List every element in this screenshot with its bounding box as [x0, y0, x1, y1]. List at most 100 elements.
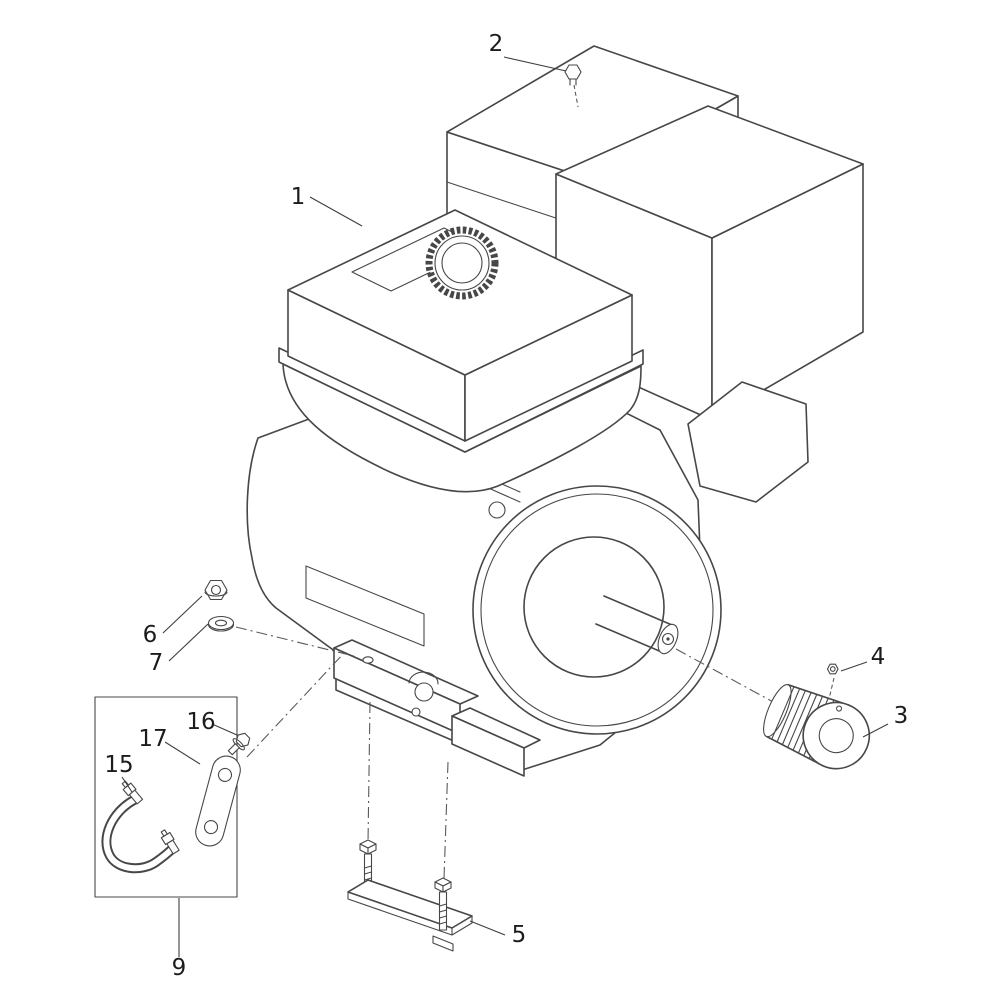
coupling-top-edge: [787, 684, 850, 707]
leader-17: [164, 741, 201, 765]
coupling-face: [802, 701, 871, 770]
hose-kit-box: [94, 696, 251, 898]
muffler-box: [555, 105, 864, 421]
callout-6: 6: [143, 622, 158, 648]
callout-1: 1: [291, 184, 306, 210]
spline: [776, 688, 801, 743]
muffler-connector: [687, 381, 809, 503]
leader-16: [211, 723, 238, 736]
fuel-tank: [278, 209, 644, 493]
align-shaft-to-coupling: [675, 648, 776, 704]
spline: [792, 693, 818, 751]
flange-bolt-shank: [227, 743, 240, 756]
blower-housing: [472, 485, 722, 735]
fuel-hose-part: [101, 780, 180, 874]
callout-2: 2: [489, 31, 504, 57]
coupling-bottom-edge: [765, 735, 825, 767]
drain-plug: [411, 707, 421, 717]
hex-nut-body: [204, 579, 228, 601]
drain-valve-body: [414, 682, 434, 702]
coupling-left-end: [763, 684, 792, 738]
bracket-plate-thickness: [347, 891, 473, 936]
callout-3: 3: [894, 703, 909, 729]
coupling-bore: [818, 718, 854, 754]
callout-5: 5: [512, 922, 527, 948]
align-bolt2-to-box: [573, 84, 579, 108]
leader-1: [309, 196, 363, 227]
carb-knob: [488, 501, 506, 519]
hex-nut-bore: [210, 584, 222, 596]
callout-7: 7: [149, 650, 164, 676]
set-screw-head: [826, 663, 839, 675]
engine-base: [333, 639, 541, 777]
spline: [771, 686, 795, 740]
top-bolt-head: [564, 64, 582, 80]
washer-outer: [207, 615, 235, 631]
fuel-cap-knurl: [425, 226, 499, 300]
flange-bolt-head: [235, 732, 251, 748]
bracket-assembly-part: [347, 839, 473, 952]
callout-4: 4: [871, 644, 886, 670]
housing-inner-ring: [480, 493, 714, 727]
gasket-plate-part: [195, 755, 241, 847]
rear-box-upper-top-face: [446, 45, 739, 181]
washer-hole: [214, 619, 228, 627]
callout-15: 15: [104, 752, 133, 778]
callouts: 1 2 3 4 5 6 7 9 15 16 17: [104, 31, 908, 981]
fitting-barrel: [128, 789, 144, 805]
washer-part: [207, 615, 235, 632]
leader-2: [503, 56, 567, 72]
fuel-cap-rim: [434, 235, 490, 291]
muffler-box-top-face: [555, 105, 864, 239]
fuel-cap: [425, 226, 499, 300]
callout-16: 16: [186, 709, 215, 735]
fitting-nipple: [160, 829, 168, 837]
gasket-hole-top: [217, 767, 233, 782]
leader-3: [862, 723, 889, 738]
housing-hub: [523, 536, 665, 678]
spline: [781, 689, 806, 746]
alignment-lines: [235, 84, 835, 880]
bracket-foot-pad: [432, 935, 454, 952]
leader-5: [469, 920, 506, 936]
align-screw4-to-coupling: [828, 677, 835, 700]
fitting-nipple: [121, 780, 130, 789]
align-base-to-bolt-left: [367, 701, 371, 844]
set-screw-socket: [829, 666, 836, 672]
coupling-part: [763, 684, 871, 770]
align-gasket-to-base: [246, 652, 345, 758]
hose-inner: [103, 797, 175, 872]
top-bolt-part: [564, 64, 582, 86]
drain-valve: [408, 671, 439, 717]
washer-thickness: [207, 623, 235, 632]
callout-17: 17: [138, 726, 167, 752]
fitting-barrel: [166, 839, 180, 855]
shaft-top-edge: [603, 595, 673, 626]
engine-name-plate: [305, 565, 425, 647]
hex-nut-part: [204, 579, 228, 601]
leader-15: [121, 776, 133, 793]
fuel-cap-top: [441, 242, 483, 284]
gasket-hole-bottom: [203, 820, 219, 835]
output-shaft: [595, 595, 679, 655]
leader-6: [162, 595, 203, 634]
callout-9: 9: [172, 955, 187, 981]
shaft-center-dot: [666, 637, 670, 641]
gasket-body: [195, 755, 241, 847]
hose-fitting-bottom: [160, 829, 180, 855]
shaft-center-bore: [661, 632, 675, 646]
shaft-bottom-edge: [595, 623, 665, 654]
kit-box-frame: [94, 696, 238, 898]
spline: [787, 691, 812, 749]
coupling-setscrew-hole: [835, 705, 843, 712]
align-base-to-bolt-right: [443, 761, 449, 880]
set-screw-part: [826, 663, 839, 675]
leader-7: [168, 623, 209, 662]
tank-lower-shell: [282, 363, 642, 493]
drain-valve-lever: [408, 671, 439, 685]
leader-lines: [121, 56, 889, 957]
base-bolt-hole: [362, 656, 374, 664]
flange-bolt-part: [227, 732, 251, 756]
